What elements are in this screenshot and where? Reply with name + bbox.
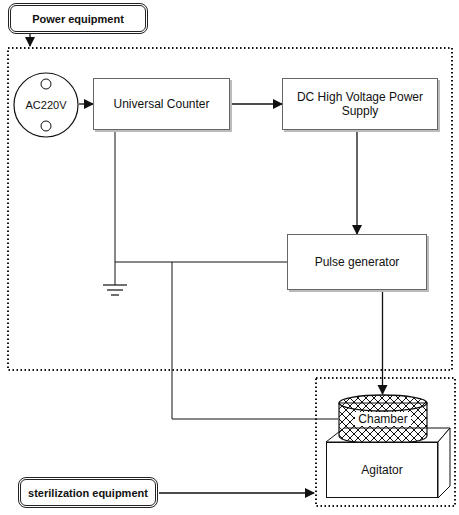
process-box: Universal Counter — [93, 78, 230, 130]
node-label: sterilization equipment — [25, 486, 151, 500]
process-box: Pulse generator — [287, 234, 427, 290]
signal-arrow — [356, 130, 357, 234]
node-label: Power equipment — [29, 12, 127, 26]
power-region — [8, 48, 452, 370]
agitator-box: Agitator — [326, 442, 438, 498]
signal-arrow — [382, 290, 383, 394]
node-label: Chamber — [355, 412, 410, 426]
title-tag: sterilization equipment — [18, 477, 158, 508]
power-socket: AC220V — [13, 72, 79, 138]
ground-wire — [115, 262, 287, 263]
node-label: Agitator — [358, 463, 405, 477]
node-label: DC High Voltage Power Supply — [283, 90, 437, 118]
agitator-side-face — [438, 428, 450, 498]
chamber-cylinder: Chamber — [338, 394, 428, 444]
title-tag: Power equipment — [8, 3, 148, 34]
ground-symbol — [103, 285, 127, 295]
sterilization-region — [316, 378, 455, 506]
node-label: AC220V — [23, 98, 70, 112]
node-label: Universal Counter — [110, 97, 212, 111]
pointer-arrow — [29, 34, 30, 46]
node-label: Pulse generator — [312, 255, 403, 269]
signal-arrow — [230, 103, 282, 104]
signal-arrow — [79, 103, 93, 104]
pointer-arrow — [159, 492, 314, 493]
process-box: DC High Voltage Power Supply — [282, 78, 438, 130]
